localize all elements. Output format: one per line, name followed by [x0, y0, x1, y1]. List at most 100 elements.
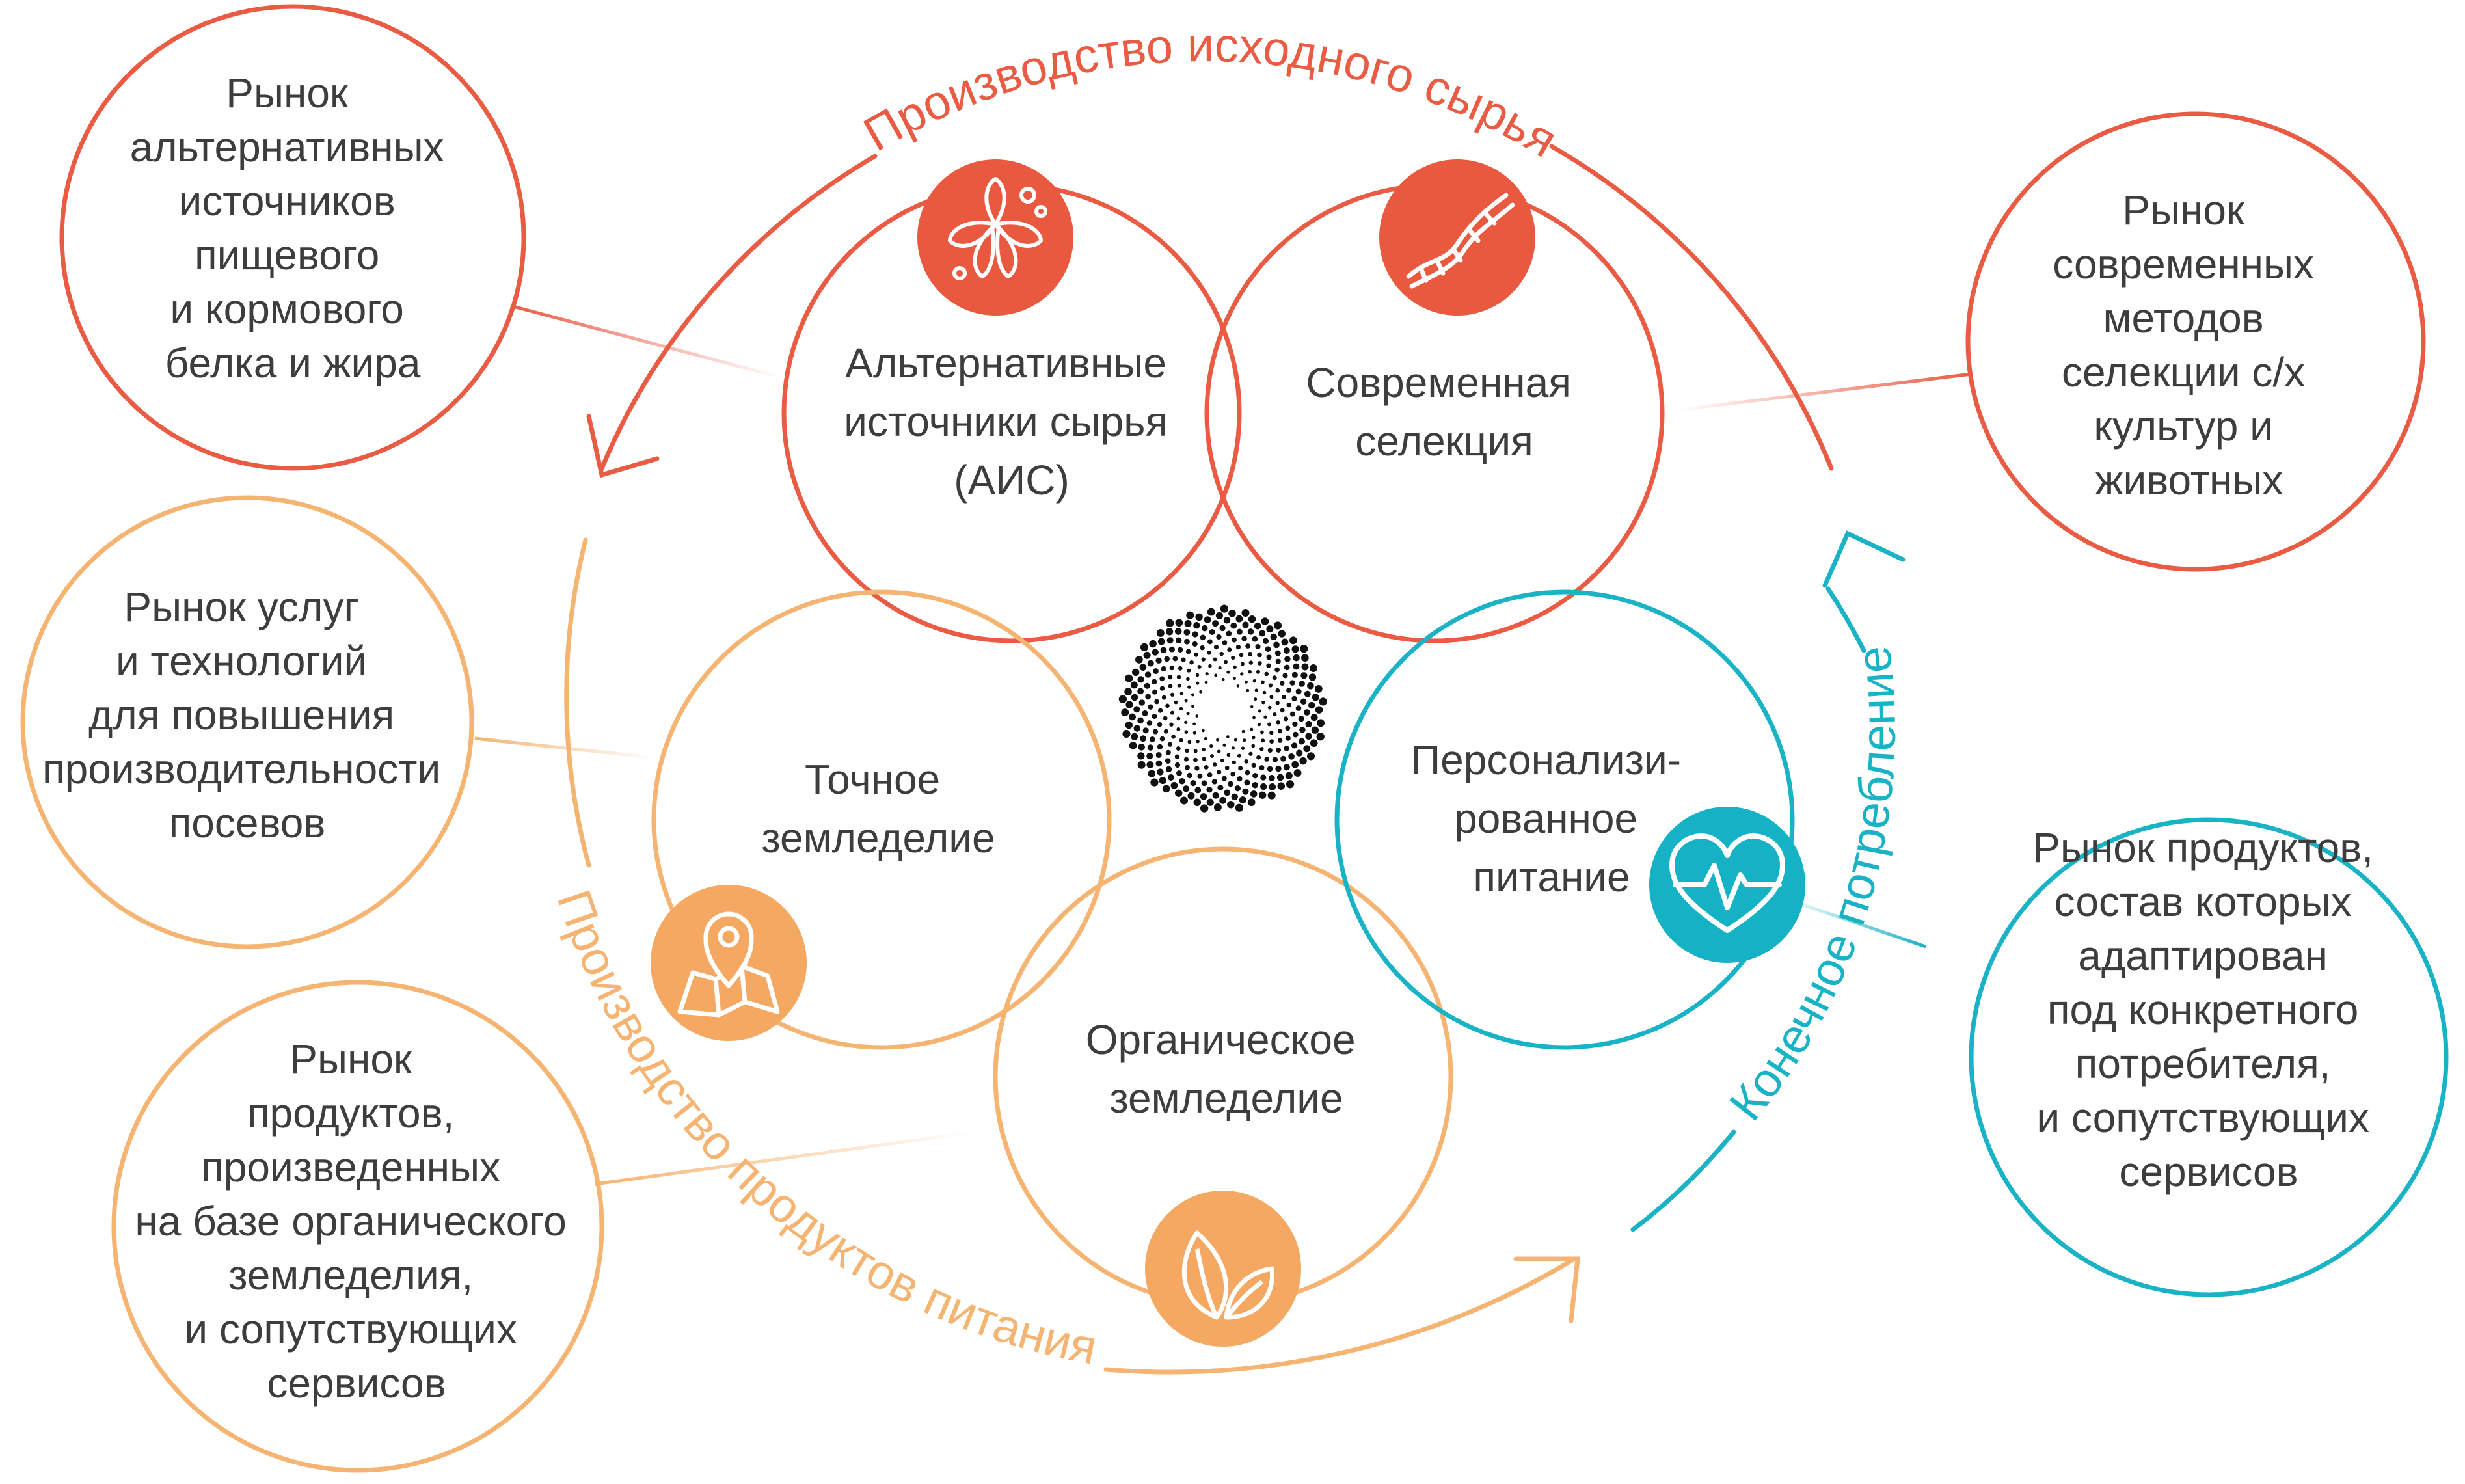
- spiral-dot: [1310, 739, 1318, 748]
- spiral-dot: [1206, 787, 1213, 793]
- spiral-dot: [1193, 749, 1198, 753]
- spiral-dot: [1137, 752, 1145, 760]
- spiral-dot: [1234, 785, 1241, 792]
- spiral-dot: [1155, 760, 1163, 767]
- spiral-dot: [1213, 803, 1222, 811]
- spiral-dot: [1133, 706, 1140, 713]
- spiral-dot: [1201, 657, 1206, 662]
- spiral-dot: [1293, 663, 1300, 670]
- spiral-dot: [1262, 638, 1269, 644]
- spiral-dot: [1207, 608, 1215, 616]
- spiral-dot: [1257, 652, 1262, 658]
- spiral-dot: [1175, 637, 1182, 644]
- spiral-dot: [1170, 710, 1175, 715]
- spiral-dot: [1268, 774, 1275, 781]
- spiral-dot: [1277, 738, 1283, 743]
- spiral-dot: [1157, 722, 1163, 727]
- spiral-dot: [1187, 685, 1191, 689]
- spiral-dot: [1192, 641, 1198, 647]
- spiral-dot: [1304, 709, 1310, 716]
- spiral-dot: [1226, 630, 1232, 637]
- spiral-dot: [1221, 776, 1227, 781]
- spiral-dot: [1140, 735, 1147, 742]
- spiral-dot: [1191, 705, 1194, 708]
- spiral-dot: [1142, 727, 1149, 734]
- spiral-dot: [1280, 681, 1285, 686]
- spiral-dot: [1209, 744, 1213, 748]
- spiral-dot: [1310, 714, 1318, 722]
- spiral-dot: [1176, 770, 1182, 776]
- spiral-dot: [1252, 679, 1257, 683]
- spiral-dot: [1138, 699, 1146, 706]
- spiral-dot: [1299, 681, 1305, 687]
- spiral-dot: [1201, 780, 1207, 787]
- spiral-dot: [1187, 792, 1195, 800]
- market-circle-breeding: [1965, 111, 2426, 572]
- spiral-dot: [1267, 791, 1276, 800]
- spiral-dot: [1295, 705, 1302, 711]
- spiral-dot: [1216, 738, 1219, 742]
- spiral-dot: [1222, 743, 1226, 747]
- spiral-dot: [1142, 710, 1148, 716]
- segment-label-precision: Точное земледелие: [761, 756, 995, 861]
- spiral-dot: [1275, 701, 1280, 705]
- spiral-dot: [1165, 758, 1171, 764]
- spiral-dot: [1252, 636, 1258, 642]
- spiral-dot: [1262, 690, 1267, 695]
- spiral-dot: [1176, 727, 1181, 731]
- spiral-dot: [1204, 736, 1207, 740]
- spiral-dot: [1171, 734, 1176, 739]
- spiral-dot: [1169, 665, 1175, 671]
- connector-services: [474, 736, 658, 760]
- spiral-dot: [1269, 730, 1274, 735]
- spiral-dot: [1257, 722, 1261, 727]
- spiral-dot: [1245, 643, 1250, 649]
- spiral-dot: [1152, 649, 1159, 656]
- dna-icon: [1379, 159, 1535, 316]
- spiral-dot: [1228, 609, 1236, 617]
- flow-consumption-arc: [1630, 530, 1906, 1232]
- spiral-dot: [1252, 782, 1258, 789]
- flow-raw-label: Производство исходного сырья: [855, 18, 1567, 168]
- spiral-dot: [1165, 766, 1172, 772]
- spiral-dot: [1244, 680, 1248, 684]
- spiral-dot: [1238, 766, 1243, 771]
- spiral-dot: [1200, 645, 1205, 651]
- spiral-dot: [1212, 762, 1217, 767]
- spiral-dot: [1227, 800, 1235, 809]
- spiral-dot: [1197, 665, 1202, 669]
- spiral-dot: [1230, 771, 1235, 777]
- spiral-dot: [1189, 660, 1194, 665]
- spiral-dot: [1284, 656, 1291, 662]
- spiral-dot: [1267, 705, 1272, 710]
- spiral-dot: [1273, 712, 1277, 717]
- spiral-dot: [1233, 738, 1237, 742]
- spiral-dot: [1250, 727, 1254, 731]
- market-label-services: Рынок услуг и технологий для повышения п…: [42, 584, 452, 846]
- spiral-dot: [1273, 641, 1280, 649]
- spiral-dot: [1194, 652, 1199, 657]
- spiral-dot: [1259, 765, 1265, 771]
- spiral-dot: [1197, 773, 1203, 779]
- spiral-dot: [1220, 604, 1229, 613]
- spiral-dot: [1125, 721, 1133, 729]
- spiral-dot: [1281, 694, 1286, 699]
- spiral-dot: [1237, 776, 1243, 782]
- spiral-dot: [1235, 803, 1243, 812]
- spiral-dot: [1288, 753, 1295, 760]
- spiral-dot: [1239, 796, 1246, 804]
- spiral-dot: [1207, 772, 1213, 777]
- spiral-dot: [1147, 660, 1154, 667]
- spiral-dot: [1185, 649, 1191, 654]
- spiral-dot: [1176, 716, 1181, 721]
- spiral-dot: [1308, 673, 1317, 681]
- spiral-dot: [1269, 695, 1274, 699]
- spiral-dot: [1284, 746, 1289, 751]
- spiral-dot: [1260, 680, 1265, 684]
- spiral-dot: [1247, 798, 1256, 807]
- connector-organic: [595, 1130, 977, 1186]
- spiral-dot: [1211, 779, 1218, 785]
- spiral-dot: [1199, 690, 1202, 694]
- segment-circle-personal: [1334, 589, 1795, 1050]
- spiral-dot: [1304, 690, 1311, 697]
